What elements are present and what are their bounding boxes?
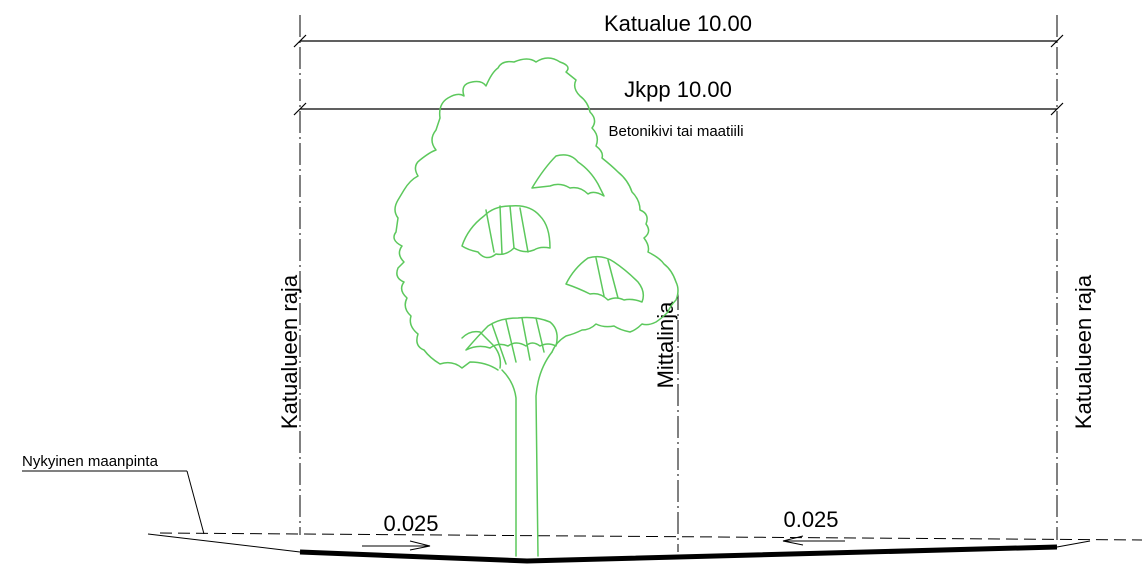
right-boundary-label: Katualueen raja bbox=[1071, 274, 1096, 429]
katualue-dimension bbox=[293, 34, 1064, 48]
ground-label-leader bbox=[22, 470, 205, 535]
right-slope-arrow bbox=[782, 535, 845, 546]
jkpp-dimension bbox=[293, 102, 1064, 116]
jkpp-dimension-label: Jkpp 10.00 bbox=[624, 77, 732, 102]
left-slope-arrow bbox=[362, 540, 431, 551]
ground-label: Nykyinen maanpinta bbox=[22, 453, 159, 470]
existing-ground-line bbox=[159, 532, 1142, 541]
tree-icon bbox=[393, 57, 679, 557]
subgrade-lines bbox=[147, 533, 1091, 553]
right-slope-value: 0.025 bbox=[783, 507, 838, 532]
left-boundary-label: Katualueen raja bbox=[277, 274, 302, 429]
left-slope-value: 0.025 bbox=[383, 511, 438, 536]
pavement-surface bbox=[299, 544, 1058, 564]
katualue-dimension-label: Katualue 10.00 bbox=[604, 11, 752, 36]
surface-material-label: Betonikivi tai maatiili bbox=[608, 123, 743, 140]
